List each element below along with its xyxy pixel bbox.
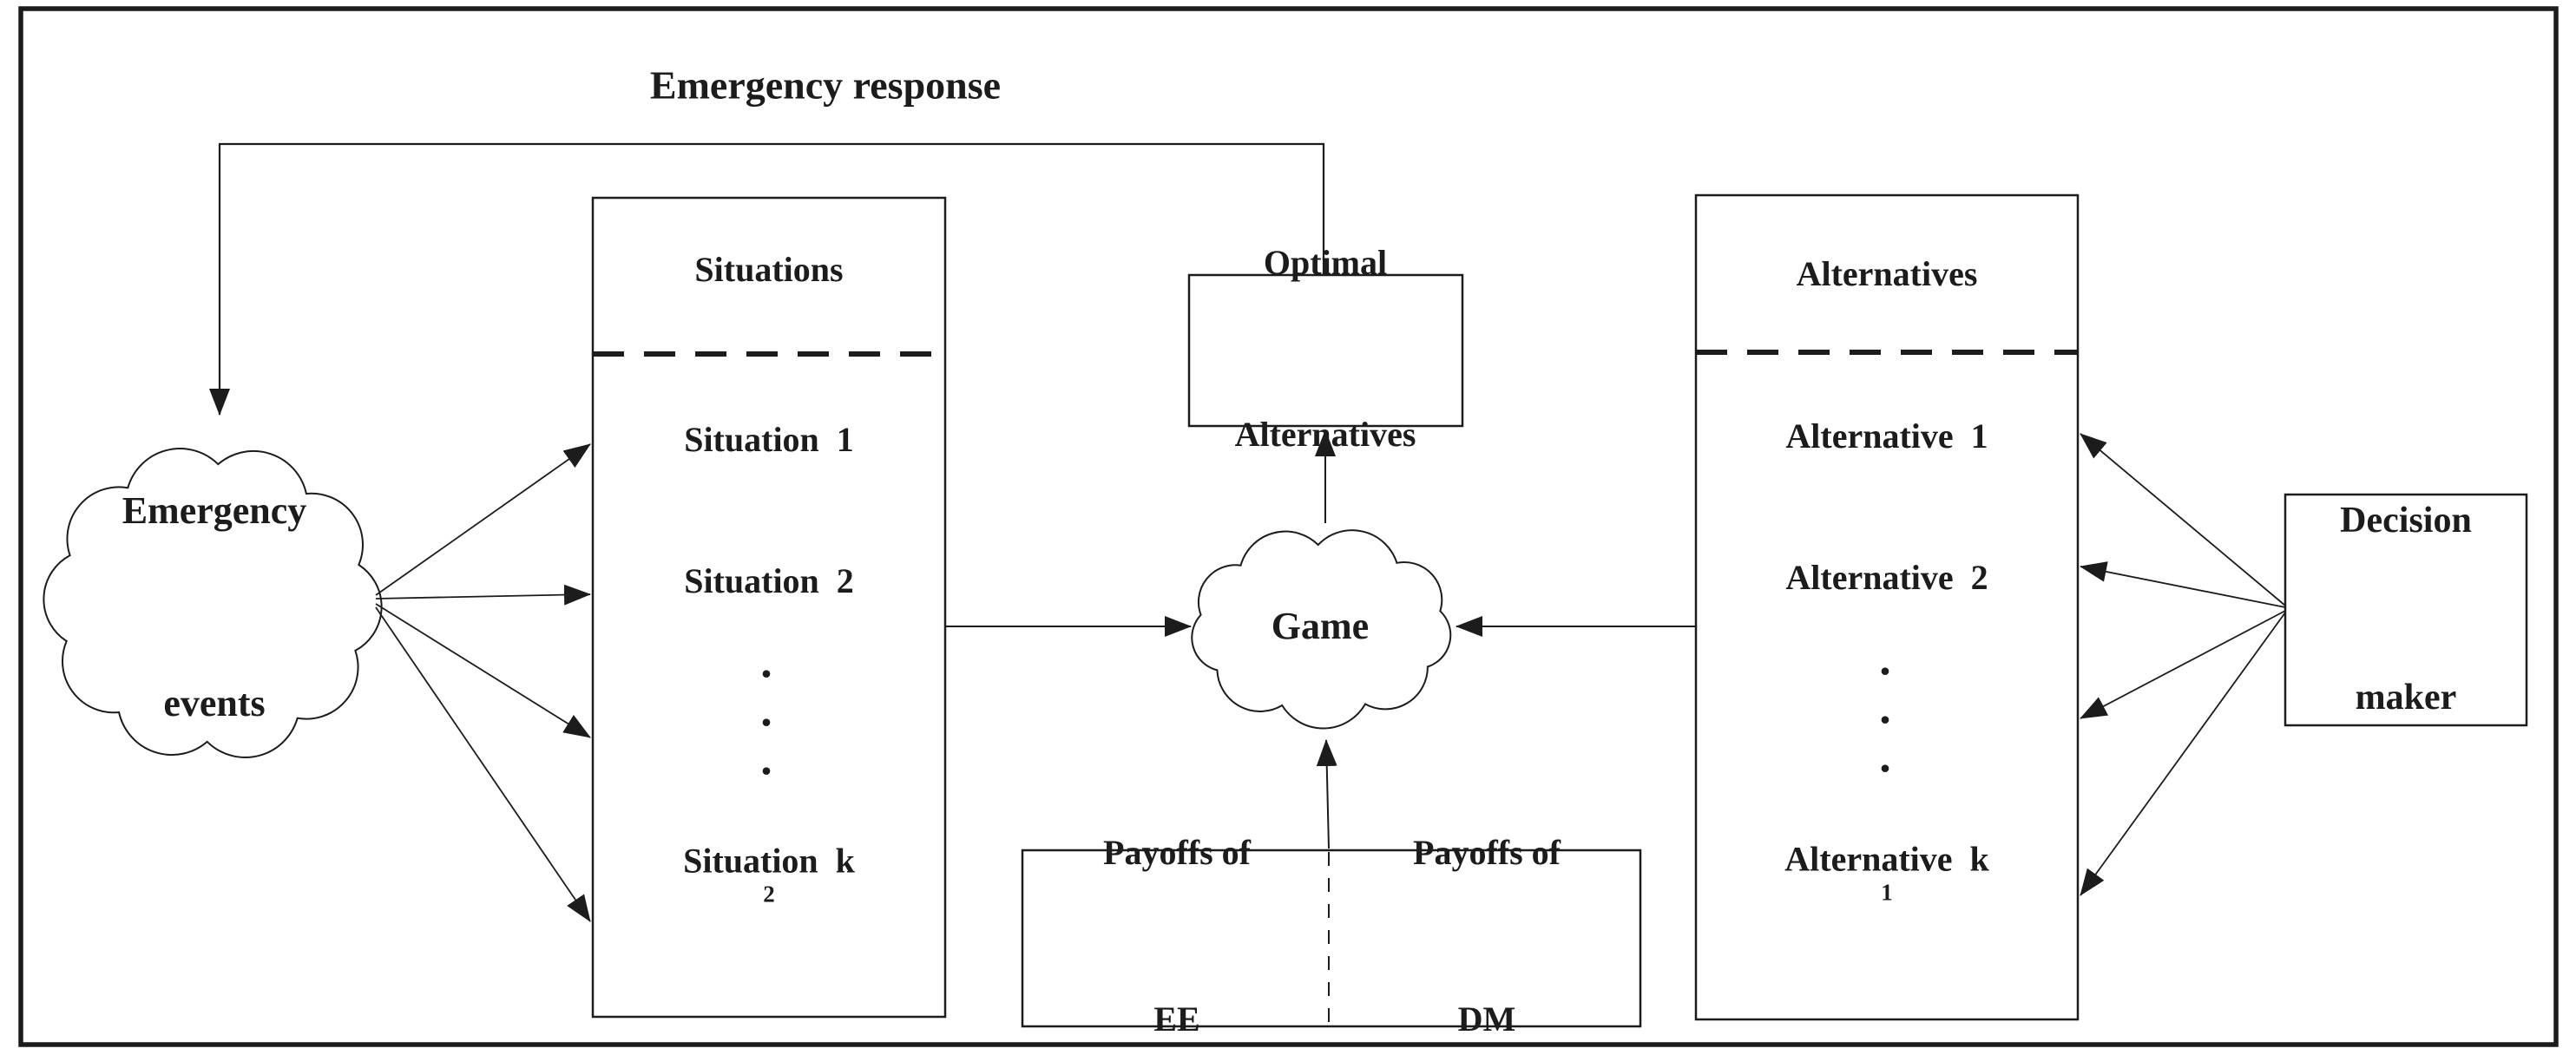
diagram-title: Emergency response	[649, 62, 1002, 108]
alternatives-box	[1694, 193, 2080, 1021]
dm-to-alternatives-arrows	[2080, 433, 2286, 896]
situation-k-subscript: 2	[763, 881, 775, 908]
alternative-1-item: Alternative 1	[1785, 416, 1988, 455]
situation-2-item: Situation 2	[684, 561, 854, 600]
situations-box	[591, 196, 947, 1019]
outer-border	[18, 6, 2559, 1047]
payoffs-dm-label: Payoffs of DM	[1413, 714, 1561, 1055]
alternatives-title: Alternatives	[1796, 254, 1978, 293]
situations-title: Situations	[694, 250, 844, 289]
events-to-situations-arrows	[375, 443, 591, 922]
decision-maker-box	[2284, 493, 2528, 727]
payoffs-box	[1021, 849, 1642, 1028]
emergency-events-label: Emergency events	[122, 351, 307, 864]
payoffs-to-game-arrow	[1316, 739, 1337, 849]
optimal-line2: Alternatives	[1234, 415, 1416, 454]
payoffs-ee-line1: Payoffs of	[1103, 833, 1251, 872]
decision-maker-label: Decision maker	[2340, 373, 2472, 845]
alternative-2-item: Alternative 2	[1785, 558, 1988, 597]
payoffs-ee-line2: EE	[1153, 999, 1200, 1039]
emergency-events-line2: events	[163, 682, 266, 724]
payoffs-dm-line1: Payoffs of	[1413, 833, 1561, 872]
situation-1-item: Situation 1	[684, 420, 854, 459]
decision-maker-line2: maker	[2355, 678, 2457, 718]
situations-ellipsis-icon: • • •	[761, 658, 772, 786]
emergency-events-line1: Emergency	[122, 489, 307, 532]
game-label: Game	[1271, 605, 1370, 647]
game-cloud	[1191, 529, 1452, 730]
emergency-events-cloud	[43, 448, 383, 758]
optimal-alternatives-label: Optimal Alternatives	[1235, 120, 1416, 578]
alternatives-ellipsis-icon: • • •	[1880, 655, 1890, 783]
feedback-arrow	[209, 142, 1325, 416]
payoffs-ee-label: Payoffs of EE	[1103, 714, 1251, 1055]
alternative-k-subscript: 1	[1881, 879, 1893, 906]
optimal-line1: Optimal	[1263, 243, 1388, 282]
decision-maker-line1: Decision	[2340, 501, 2472, 541]
payoffs-dm-line2: DM	[1457, 999, 1516, 1039]
optimal-alternatives-box	[1187, 273, 1464, 428]
